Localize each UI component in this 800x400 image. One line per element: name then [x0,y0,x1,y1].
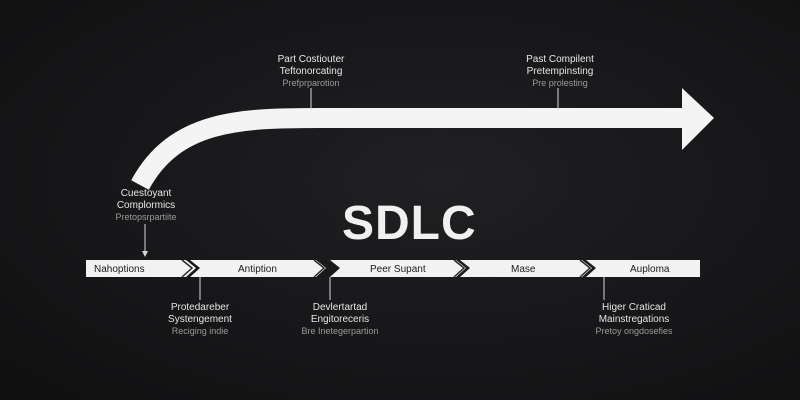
stage-timeline: Nahoptions Antiption Peer Supant Mase Au… [86,259,700,278]
callout-bottom-1-line1: Protedareber [170,302,230,313]
callout-bottom-3-line3: Pretoy ongdosefies [595,326,673,336]
chevron-separator-3 [453,259,466,278]
chevron-separator-4 [579,259,592,278]
callout-top-1-line3: Pretopsrpartiite [115,212,177,222]
stage-label-5: Auploma [630,264,670,275]
diagram-title: SDLC [342,197,477,250]
callout-bottom-2-line3: Bre Inetegerpartion [301,326,379,336]
stage-segment-4 [460,260,592,277]
stage-segment-3 [330,260,466,277]
stage-segment-2 [190,260,326,277]
callout-top-2-line3: Prefprparotion [282,78,340,88]
stage-label-1: Nahoptions [94,264,145,275]
callout-bottom-3: Higer Craticad Mainstregations Pretoy on… [574,302,694,336]
curved-arrow-head [682,88,714,150]
curved-arrow [131,108,690,191]
callout-top-1: Cuestoyant Complormics Pretopsrpartiite [103,188,189,222]
callout-top-1-line1: Cuestoyant [120,188,172,199]
callout-bottom-2-line2: Engitoreceris [310,313,370,325]
callout-top-3: Past Compilent Pretempinsting Pre proles… [510,54,610,88]
callout-bottom-1-line2: Systengement [168,313,232,325]
callout-bottom-2: Devlertartad Engitoreceris Bre Inetegerp… [280,302,400,336]
callout-bottom-3-line1: Higer Craticad [602,302,666,313]
stage-segment-1 [86,260,196,277]
callout-top-2: Part Costiouter Teftonorcating Prefprpar… [261,54,361,88]
chevron-separator-1 [181,259,194,278]
callout-top-1-line2: Complormics [116,199,176,211]
callout-bottom-1: Protedareber Systengement Reciging indie [150,302,250,336]
stage-label-3: Peer Supant [370,264,426,275]
connector-top-1-arrow [142,251,148,257]
callout-bottom-3-line2: Mainstregations [598,313,670,325]
callout-bottom-2-line1: Devlertartad [312,302,368,313]
stage-segment-5 [586,260,700,277]
chevron-separator-2 [313,259,326,278]
callout-top-2-line1: Part Costiouter [277,54,345,65]
stage-label-2: Antiption [238,264,277,275]
callout-bottom-1-line3: Reciging indie [171,326,229,336]
stage-label-4: Mase [511,264,536,275]
callout-top-3-line3: Pre prolesting [532,78,588,88]
callout-top-3-line1: Past Compilent [526,54,594,65]
callout-top-3-line2: Pretempinsting [526,65,594,77]
callout-top-2-line2: Teftonorcating [279,65,343,77]
